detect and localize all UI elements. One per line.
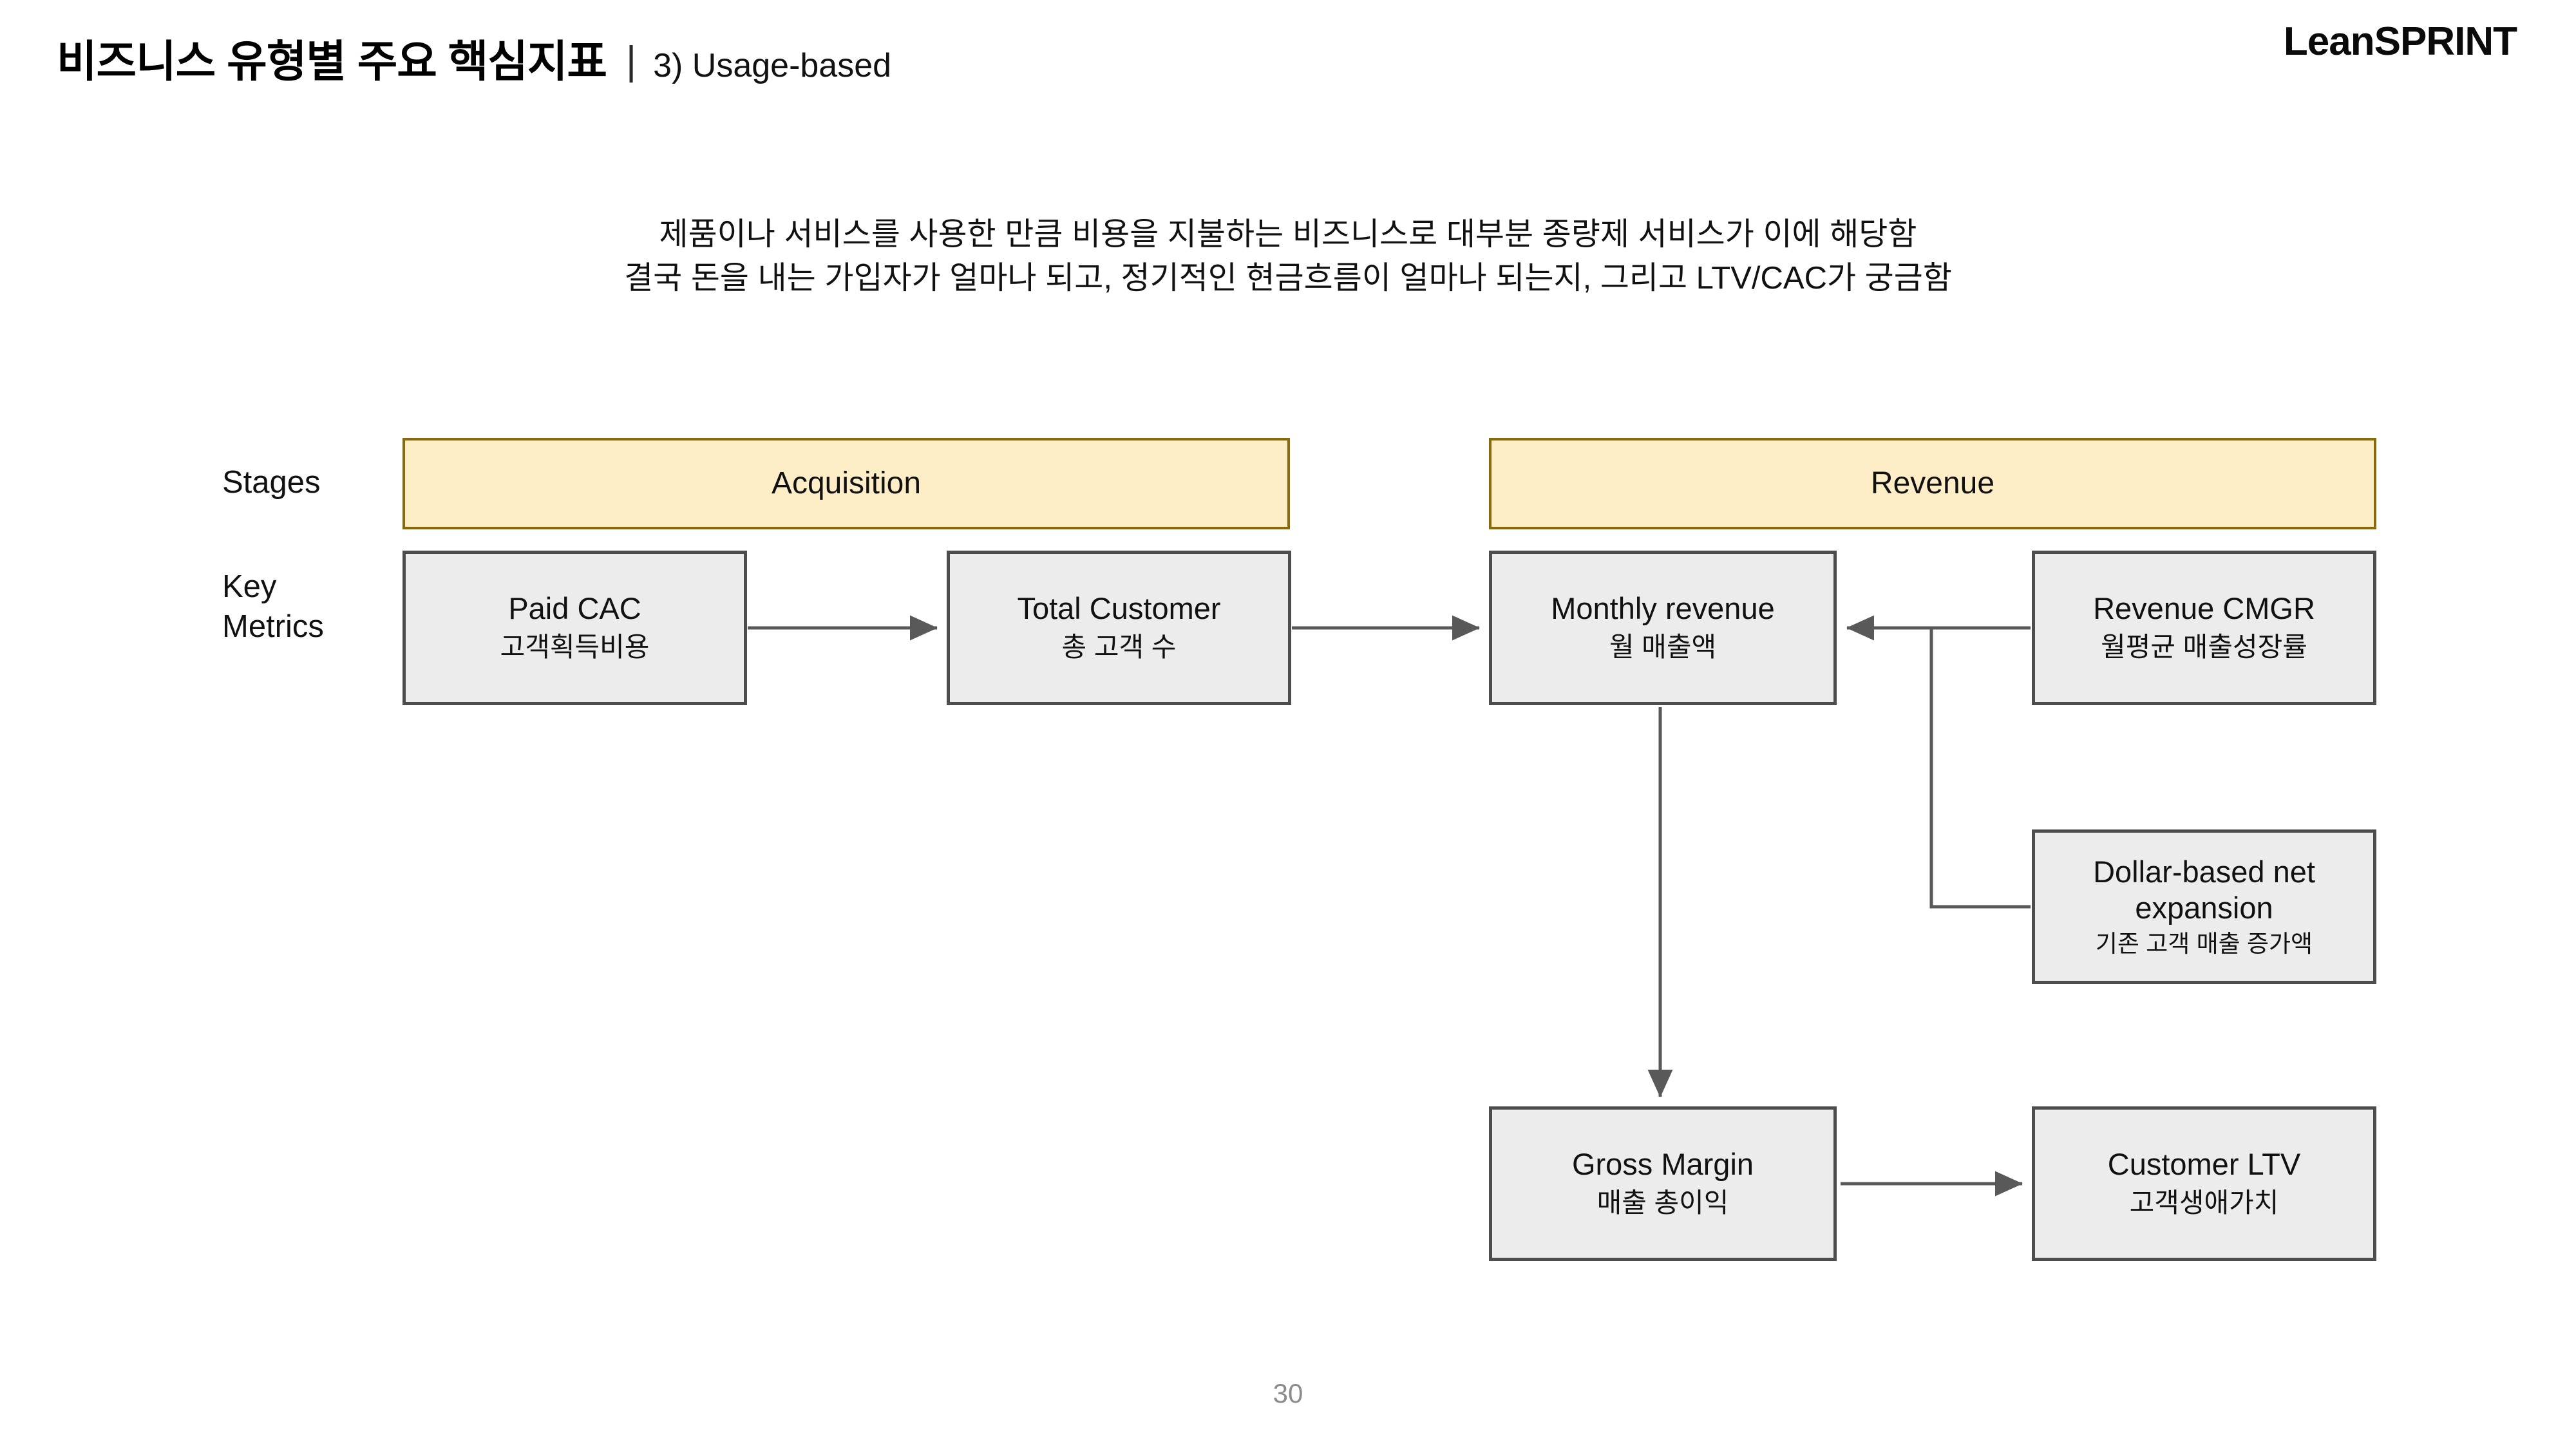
metric-en-revenue-cmgr: Revenue CMGR (2093, 591, 2315, 625)
slide-header: 비즈니스 유형별 주요 핵심지표 | 3) Usage-based (57, 40, 891, 84)
logo-lean-text: Lean (2283, 19, 2375, 64)
metric-ko-paid-cac: 고객획득비용 (500, 632, 650, 662)
metric-ko-total-customer: 총 고객 수 (1061, 632, 1177, 662)
row-label-key-metrics-line-2: Metrics (222, 609, 324, 644)
title-separator: | (625, 39, 637, 83)
metric-box-gross-margin[interactable]: Gross Margin 매출 총이익 (1489, 1106, 1837, 1261)
metric-ko-gross-margin: 매출 총이익 (1596, 1188, 1729, 1218)
metric-box-revenue-cmgr[interactable]: Revenue CMGR 월평균 매출성장률 (2032, 551, 2376, 705)
stage-box-revenue[interactable]: Revenue (1489, 438, 2376, 529)
metric-ko-revenue-cmgr: 월평균 매출성장률 (2101, 632, 2307, 662)
metric-en-paid-cac: Paid CAC (508, 591, 641, 625)
logo-sprint-text: SPRINT (2374, 19, 2517, 64)
metric-box-total-customer[interactable]: Total Customer 총 고객 수 (947, 551, 1291, 705)
page-subtitle: 3) Usage-based (653, 47, 892, 84)
intro-line-1: 제품이나 서비스를 사용한 만큼 비용을 지불하는 비즈니스로 대부분 종량제 … (659, 217, 1917, 252)
stage-label-acquisition: Acquisition (771, 466, 922, 500)
stage-label-revenue: Revenue (1870, 466, 1995, 500)
metric-en-gross-margin: Gross Margin (1571, 1147, 1754, 1181)
connector-dollar-based-net-expansion-to-monthly-revenue (1929, 629, 2031, 909)
metric-en-customer-ltv: Customer LTV (2107, 1147, 2301, 1181)
leansprint-logo: LeanSPRINT (2284, 22, 2517, 62)
metric-en-dollar-based-net-expansion: Dollar-based net expansion (2093, 855, 2315, 925)
page-title: 비즈니스 유형별 주요 핵심지표 (57, 37, 607, 86)
metric-en-total-customer: Total Customer (1017, 591, 1221, 625)
metric-ko-monthly-revenue: 월 매출액 (1609, 632, 1717, 662)
page-number: 30 (1273, 1378, 1303, 1408)
metric-box-monthly-revenue[interactable]: Monthly revenue 월 매출액 (1489, 551, 1837, 705)
metric-ko-customer-ltv: 고객생애가치 (2129, 1188, 2279, 1218)
metric-box-paid-cac[interactable]: Paid CAC 고객획득비용 (402, 551, 747, 705)
metric-ko-dollar-based-net-expansion: 기존 고객 매출 증가액 (2095, 931, 2313, 957)
stage-box-acquisition[interactable]: Acquisition (402, 438, 1290, 529)
metric-box-customer-ltv[interactable]: Customer LTV 고객생애가치 (2032, 1106, 2376, 1261)
intro-line-2: 결국 돈을 내는 가입자가 얼마나 되고, 정기적인 현금흐름이 얼마나 되는지… (624, 261, 1952, 296)
metric-en-monthly-revenue: Monthly revenue (1551, 591, 1775, 625)
row-label-key-metrics: Key Metrics (222, 567, 324, 647)
intro-paragraph: 제품이나 서비스를 사용한 만큼 비용을 지불하는 비즈니스로 대부분 종량제 … (0, 213, 2576, 300)
row-label-key-metrics-line-1: Key (222, 569, 277, 604)
metric-box-dollar-based-net-expansion[interactable]: Dollar-based net expansion 기존 고객 매출 증가액 (2032, 829, 2376, 984)
row-label-stages: Stages (222, 465, 321, 500)
